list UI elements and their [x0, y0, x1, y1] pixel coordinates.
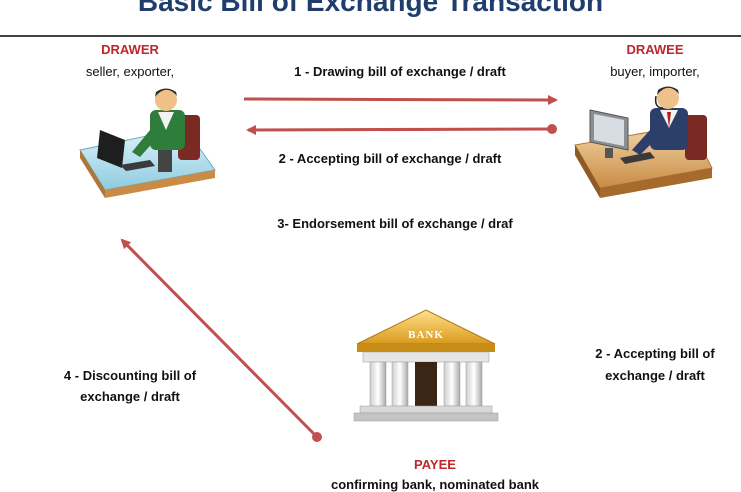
drawee-role: DRAWEE	[626, 42, 684, 57]
arrow-4-origin-dot	[312, 432, 322, 442]
payee-role: PAYEE	[414, 457, 456, 472]
arrow-2-accepting	[246, 124, 553, 135]
step-2b-label-line2: exchange / draft	[605, 368, 705, 383]
step-3-label: 3- Endorsement bill of exchange / draf	[277, 216, 513, 231]
arrow-4-discounting	[120, 238, 319, 439]
drawer-desc: seller, exporter,	[85, 64, 175, 79]
arrow-1-drawing	[243, 94, 558, 105]
title-divider	[0, 35, 741, 37]
step-4-label-line1: 4 - Discounting bill of	[63, 368, 197, 383]
step-2b-label-line1: 2 - Accepting bill of	[595, 346, 715, 361]
bank-icon: BANK	[353, 309, 499, 422]
arrow-2-origin-dot	[547, 124, 557, 134]
drawee-desc: buyer, importer,	[610, 64, 700, 79]
bank-sign-text: BANK	[408, 329, 444, 341]
step-1-label: 1 - Drawing bill of exchange / draft	[294, 64, 506, 79]
step-4-label-line2: exchange / draft	[80, 389, 180, 404]
drawer-role: DRAWER	[101, 42, 159, 57]
drawee-workstation-icon	[574, 86, 713, 198]
page-title: Basic Bill of Exchange Transaction	[137, 0, 604, 17]
step-2-label: 2 - Accepting bill of exchange / draft	[278, 151, 502, 166]
drawer-workstation-icon	[79, 88, 216, 198]
